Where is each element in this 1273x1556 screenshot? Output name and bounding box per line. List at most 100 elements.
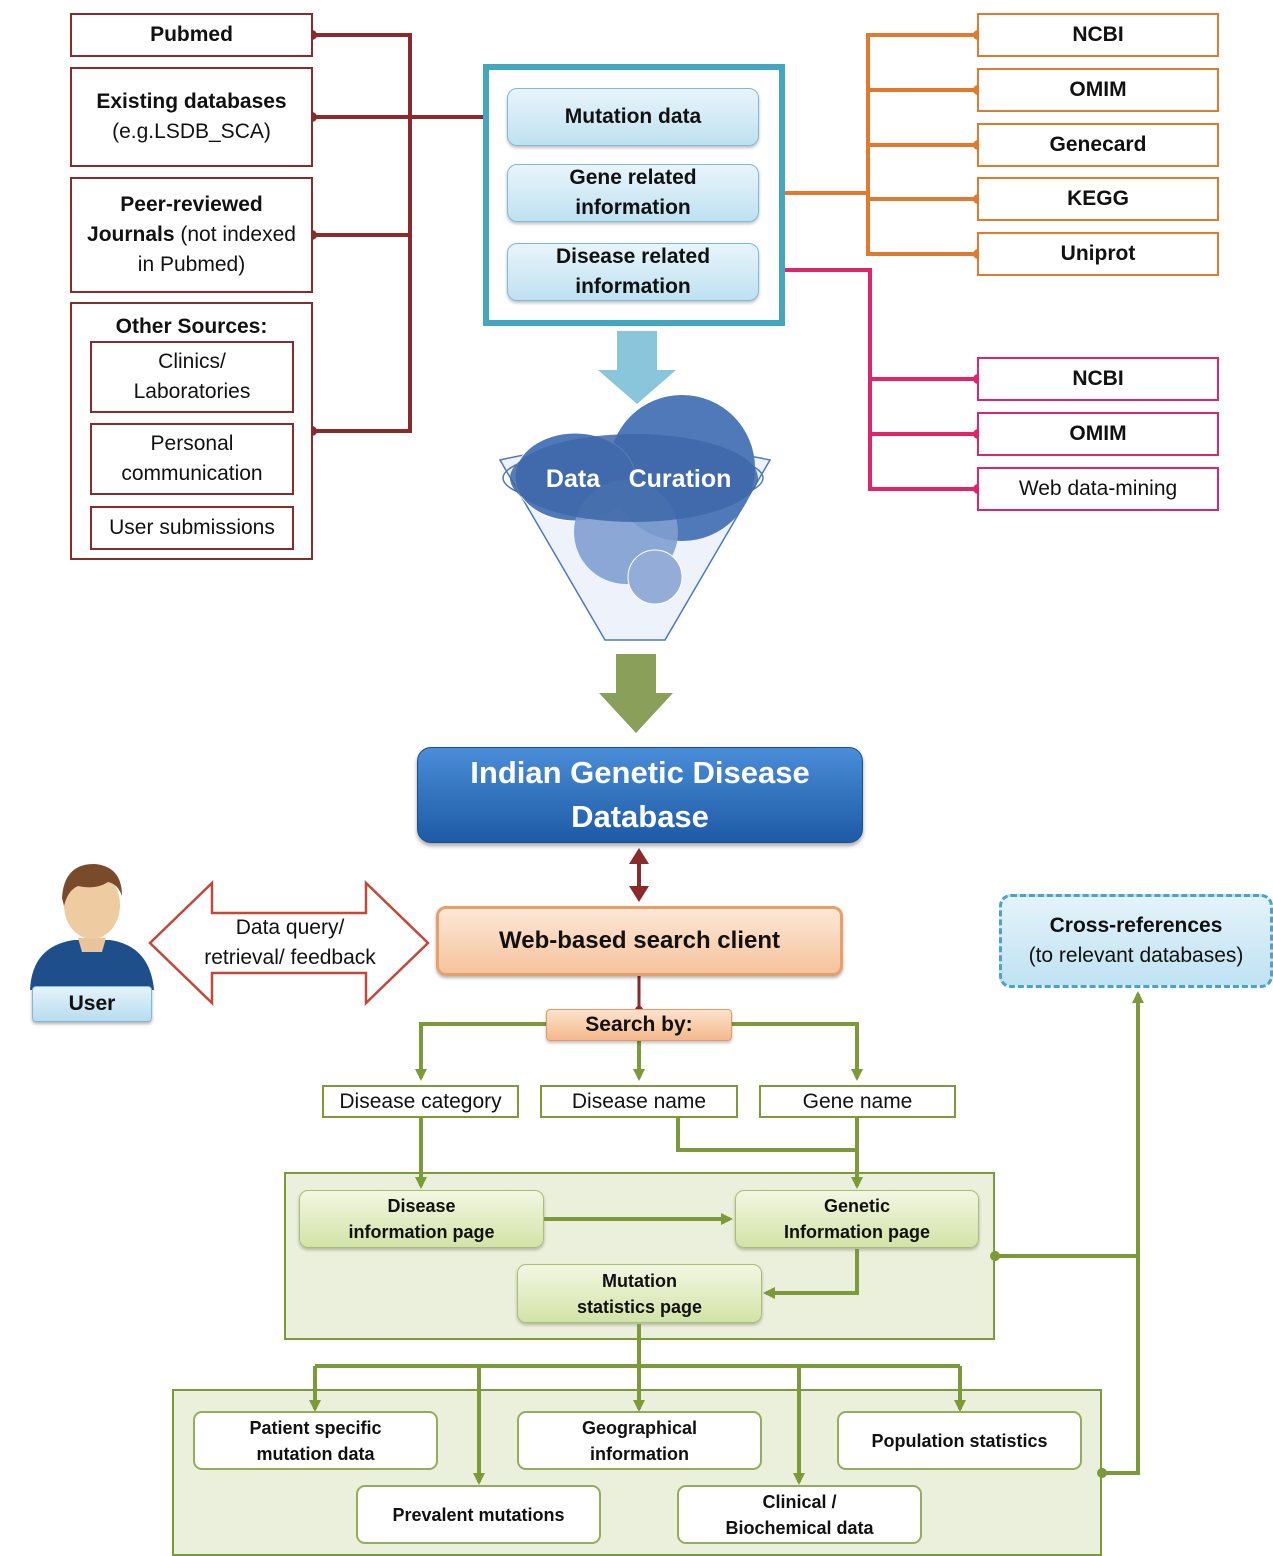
data-type-gene-line2: information [575,196,691,219]
gene-source-ncbi: NCBI [977,13,1219,57]
gene-source-genecard: Genecard [977,123,1219,167]
search-criterion-gene-name-label: Gene name [802,1089,913,1113]
source-personal-line1: Personal [150,432,234,455]
output-clinical-biochemical: Clinical / Biochemical data [677,1485,922,1544]
gene-source-ncbi-label: NCBI [1072,23,1124,46]
database-node: Indian Genetic Disease Database [417,747,863,843]
source-other-title: Other Sources: [115,315,268,338]
search-criterion-disease-category: Disease category [322,1085,519,1118]
data-type-disease-line2: information [575,275,691,298]
curation-word-curation-label: Curation [628,464,732,493]
source-clinics-line1: Clinics/ [158,350,226,373]
output-patient-line2: mutation data [256,1443,375,1464]
output-prevalent-mutations: Prevalent mutations [356,1485,601,1544]
down-arrow-cyan [598,331,676,404]
cross-references: Cross-references (to relevant databases) [999,894,1273,988]
page-genetic-line2: Information page [783,1222,930,1242]
down-arrow-green [599,654,673,733]
output-clinical-line2: Biochemical data [725,1517,874,1538]
disease-source-web-mining: Web data-mining [977,467,1219,511]
database-line1: Indian Genetic Disease [470,755,810,790]
source-clinics-line2: Laboratories [133,380,251,403]
disease-source-omim-label: OMIM [1069,422,1127,445]
output-patient-mutation-data: Patient specific mutation data [193,1411,438,1470]
page-mutation-line1: Mutation [602,1270,677,1291]
user-avatar-icon [30,864,154,990]
gene-source-kegg: KEGG [977,177,1219,221]
page-genetic-line1: Genetic [823,1196,891,1216]
gene-source-kegg-label: KEGG [1067,187,1129,210]
source-pubmed-label: Pubmed [150,23,233,46]
disease-source-web-mining-label: Web data-mining [1018,477,1178,500]
gene-source-connectors [762,33,978,256]
search-flow-lines [309,991,1144,1485]
source-peer-line1: Peer-reviewed [120,193,263,216]
cross-references-sub: (to relevant databases) [1028,944,1244,967]
user-arrow-line2: retrieval/ feedback [204,946,376,969]
data-type-gene-line1: Gene related [569,166,697,189]
user-arrow-line1: Data query/ [235,916,345,939]
source-personal-communication: Personal communication [90,423,294,495]
page-genetic-information: Genetic Information page [735,1190,979,1248]
data-type-disease: Disease related information [507,243,759,301]
search-by-text: Search by: [585,1013,693,1036]
source-user-submissions: User submissions [90,506,294,550]
search-by-label: Search by: [546,1009,732,1041]
source-peer-reviewed: Peer-reviewed Journals (not indexed in P… [70,177,313,293]
curation-word-data-label: Data [545,464,601,493]
gene-source-genecard-label: Genecard [1049,133,1147,156]
disease-source-omim: OMIM [977,412,1219,456]
output-geographical-information: Geographical information [517,1411,762,1470]
output-prevalent-label: Prevalent mutations [392,1504,565,1525]
database-line2: Database [571,799,709,834]
curation-funnel [498,395,772,641]
curation-word-curation: Curation [624,462,736,496]
data-type-gene: Gene related information [507,164,759,222]
user-arrow-label: Data query/ retrieval/ feedback [182,913,398,973]
page-mutation-statistics: Mutation statistics page [517,1264,762,1323]
output-population-label: Population statistics [871,1430,1048,1451]
source-personal-line2: communication [121,462,263,485]
user-badge: User [32,986,152,1022]
output-population-statistics: Population statistics [837,1411,1082,1470]
source-user-submissions-label: User submissions [109,516,275,539]
search-criterion-gene-name: Gene name [759,1085,956,1118]
source-peer-line2: Journals (not indexed [87,220,296,250]
page-disease-line1: Disease [387,1196,456,1216]
data-type-mutation-label: Mutation data [564,105,702,128]
gene-source-uniprot: Uniprot [977,232,1219,276]
curation-word-data: Data [535,462,611,496]
page-disease-information: Disease information page [299,1190,544,1248]
output-geo-line1: Geographical [581,1417,698,1438]
source-pubmed: Pubmed [70,13,313,57]
user-badge-label: User [68,992,116,1015]
page-mutation-line2: statistics page [576,1296,703,1317]
gene-source-omim: OMIM [977,68,1219,112]
source-peer-journals: Journals [87,223,175,246]
source-existing-title: Existing databases [96,90,287,113]
search-criterion-disease-name: Disease name [540,1085,738,1118]
data-type-mutation: Mutation data [507,88,759,146]
web-search-client-label: Web-based search client [499,927,780,954]
user-client-double-arrow [148,880,430,1006]
disease-source-ncbi: NCBI [977,357,1219,401]
source-connectors [312,33,507,433]
source-clinics: Clinics/ Laboratories [90,341,294,413]
disease-source-ncbi-label: NCBI [1072,367,1124,390]
source-existing-databases: Existing databases (e.g.LSDB_SCA) [70,67,313,167]
search-criterion-disease-name-label: Disease name [571,1089,707,1113]
output-clinical-line1: Clinical / [762,1491,837,1512]
web-search-client: Web-based search client [436,906,843,976]
gene-source-omim-label: OMIM [1069,78,1127,101]
page-disease-line2: information page [348,1222,495,1242]
source-peer-rest: (not indexed [174,223,296,246]
output-geo-line2: information [590,1443,689,1464]
search-criterion-disease-category-label: Disease category [339,1089,502,1113]
source-peer-line3: in Pubmed) [137,253,246,276]
output-patient-line1: Patient specific [249,1417,382,1438]
cross-references-title: Cross-references [1049,914,1223,937]
gene-source-uniprot-label: Uniprot [1060,242,1136,265]
data-type-disease-line1: Disease related [555,245,711,268]
disease-source-connectors [762,265,978,491]
